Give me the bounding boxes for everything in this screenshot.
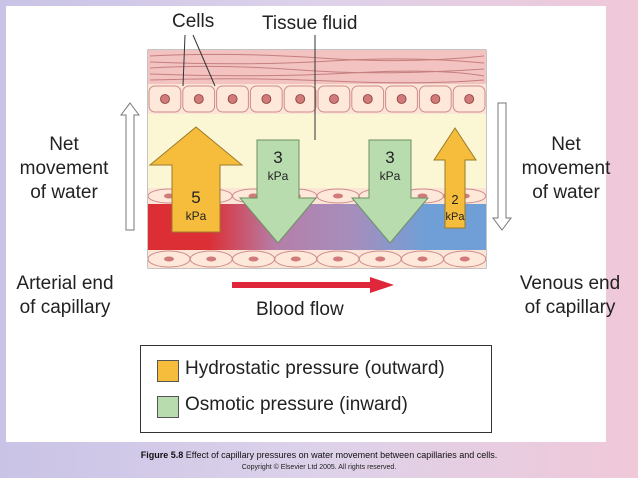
net-right-line-3: of water — [532, 182, 600, 203]
endothelial-nucleus — [290, 256, 301, 262]
endothelial-nucleus — [206, 256, 217, 262]
hydrostatic-swatch — [157, 360, 179, 382]
blood-flow-arrow — [232, 277, 394, 293]
net-left-line-1: Net — [49, 134, 79, 155]
net-movement-left: Net movement of water — [8, 133, 120, 205]
endothelial-nucleus — [333, 193, 343, 199]
net-right-line-2: movement — [521, 158, 611, 179]
caption-text: Effect of capillary pressures on water m… — [183, 450, 498, 460]
caption-prefix: Figure 5.8 — [140, 450, 184, 460]
hydrostatic-arrow-2: 2 kPa — [433, 127, 477, 229]
arterial-line-2: of capillary — [19, 297, 111, 318]
endothelial-nucleus — [248, 193, 259, 199]
tissue-fluid-label: Tissue fluid — [262, 13, 358, 34]
legend: Hydrostatic pressure (outward) Osmotic p… — [140, 345, 492, 433]
arrow-value: 3 — [273, 148, 282, 167]
osmotic-arrow-3-left: 3 kPa — [238, 139, 318, 244]
arrow-unit: kPa — [380, 169, 401, 183]
cell-nucleus — [160, 94, 170, 104]
cells-pointer-2 — [192, 34, 216, 87]
venous-line-2: of capillary — [524, 297, 616, 318]
cells-label: Cells — [172, 11, 215, 32]
endothelial-nucleus — [417, 256, 428, 262]
cell-nucleus — [430, 94, 441, 104]
endothelial-nucleus — [375, 256, 386, 262]
arrow-unit: kPa — [268, 169, 289, 183]
net-left-line-2: movement — [19, 158, 109, 179]
cell-nucleus — [464, 94, 475, 104]
hydrostatic-arrow-5: 5 kPa — [148, 126, 244, 233]
cells-pointer-1 — [182, 34, 186, 87]
osmotic-arrow-3-right: 3 kPa — [350, 139, 430, 244]
cell-nucleus — [396, 94, 407, 104]
cell-nucleus — [295, 94, 306, 104]
cell-nucleus — [227, 94, 238, 104]
endothelial-nucleus — [459, 256, 470, 262]
arterial-line-1: Arterial end — [16, 273, 114, 294]
arrow-value: 5 — [191, 188, 200, 207]
net-left-line-3: of water — [30, 182, 98, 203]
net-movement-up-arrow — [120, 102, 140, 231]
net-right-line-1: Net — [551, 134, 581, 155]
blood-flow-label: Blood flow — [256, 299, 344, 320]
connective-fibres — [149, 53, 485, 84]
upper-cells — [148, 85, 486, 113]
arrow-unit: kPa — [186, 209, 207, 223]
arrow-value: 2 — [451, 192, 458, 207]
endothelial-nucleus — [164, 256, 174, 262]
net-movement-down-arrow — [492, 102, 512, 231]
arrow-value: 3 — [385, 148, 394, 167]
arrow-unit: kPa — [446, 211, 466, 223]
copyright: Copyright © Elsevier Ltd 2005. All right… — [241, 464, 397, 471]
venous-end-label: Venous end of capillary — [508, 272, 632, 320]
endothelial-nucleus — [248, 256, 259, 262]
cell-nucleus — [261, 94, 272, 104]
legend-osmotic: Osmotic pressure (inward) — [185, 394, 408, 415]
endothelial-cells-lower — [147, 250, 487, 268]
cell-nucleus — [193, 94, 204, 104]
arterial-end-label: Arterial end of capillary — [4, 272, 126, 320]
venous-line-1: Venous end — [519, 273, 621, 294]
net-movement-right: Net movement of water — [508, 133, 624, 205]
endothelial-nucleus — [333, 256, 343, 262]
legend-hydrostatic: Hydrostatic pressure (outward) — [185, 358, 445, 379]
osmotic-swatch — [157, 396, 179, 418]
cell-nucleus — [362, 94, 373, 104]
figure-caption: Figure 5.8 Effect of capillary pressures… — [0, 450, 638, 460]
endothelial-nucleus — [417, 193, 428, 199]
cell-nucleus — [329, 94, 339, 104]
